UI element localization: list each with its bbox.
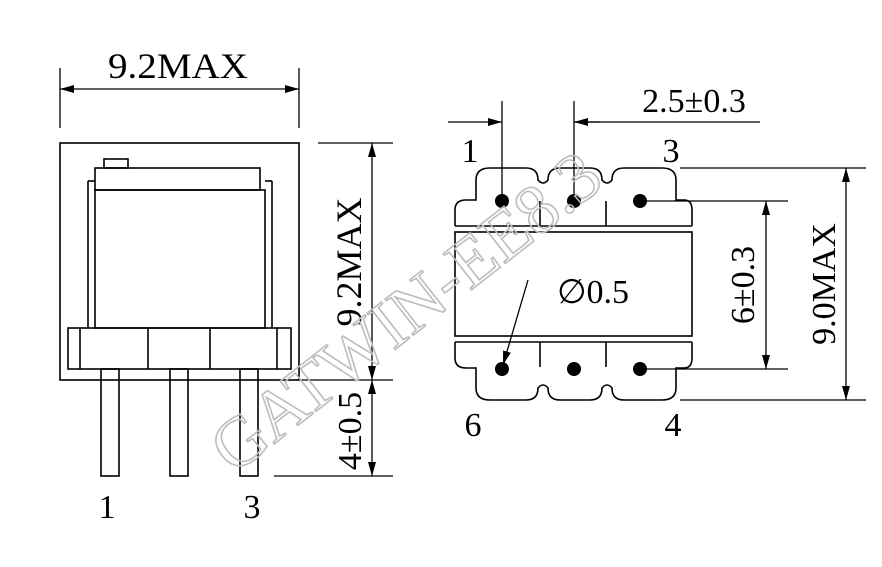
- coil-tab: [103, 158, 129, 169]
- hole-leader-line: [502, 279, 529, 366]
- side-view: [59, 142, 300, 477]
- core-body: [454, 231, 693, 337]
- pin6-label: 6: [465, 407, 482, 444]
- side-pin-length-label: 4±0.5: [332, 392, 369, 470]
- hole-diameter-label: ∅0.5: [557, 274, 629, 311]
- side-outline: [59, 142, 300, 381]
- bottom-pin-row: [454, 342, 693, 401]
- side-pin-2: [169, 368, 189, 477]
- side-pin-3: [239, 368, 259, 477]
- side-height-label: 9.2MAX: [329, 197, 369, 326]
- side-pin-1: [100, 368, 120, 477]
- base: [67, 327, 292, 370]
- pin-hole-3: [633, 194, 647, 208]
- side-pin-right-label: 3: [244, 489, 261, 526]
- pin-hole-6: [495, 362, 509, 376]
- pin1-label: 1: [462, 133, 479, 170]
- side-width-label: 9.2MAX: [108, 46, 248, 86]
- pin-holes: [495, 194, 647, 376]
- side-pin-left-label: 1: [99, 489, 116, 526]
- bottom-dimensions: [448, 101, 866, 401]
- row-spacing-label: 6±0.3: [725, 246, 762, 324]
- pin3-label: 3: [663, 133, 680, 170]
- pin-hole-4: [633, 362, 647, 376]
- top-pin-row: [454, 167, 693, 226]
- pin4-label: 4: [665, 407, 682, 444]
- bottom-height-label: 9.0MAX: [806, 223, 843, 345]
- coil-body: [94, 189, 266, 329]
- pitch-label: 2.5±0.3: [642, 83, 746, 120]
- side-dimensions: [59, 68, 393, 477]
- bottom-view: [454, 167, 693, 401]
- pin-hole-5: [567, 362, 581, 376]
- coil-top: [94, 167, 261, 191]
